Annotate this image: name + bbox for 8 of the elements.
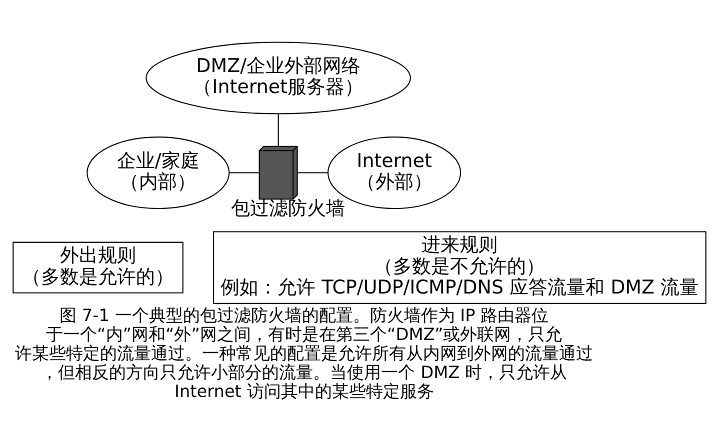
node-box: 进来规则 （多数是不允许的） 例如：允许 TCP/UDP/ICMP/DNS 应答流量和 DMZ 流量 — [212, 230, 706, 304]
node-box: 外出规则 （多数是允许的） — [12, 241, 184, 293]
node-ellipse: 企业/家庭 （内部） — [86, 136, 230, 209]
connector — [297, 172, 328, 173]
connector — [229, 172, 260, 173]
connector — [278, 113, 279, 146]
caption: 图 7-1 一个典型的包过滤防火墙的配置。防火墙作为 IP 路由器位于一个“内”网和“外”网之间，有时是在第三个“DMZ”或外联网，只允许某些特定的流量通过。一种常见的配置是允许所有从内网到外网的流量通过，但相反的方向只允许小部分的流量。当使用一个 DMZ 时，只允许从 Internet 访问其中的某些特定服务 — [15, 304, 594, 401]
node-ellipse: DMZ/企业外部网络 （Internet服务器） — [146, 41, 411, 114]
